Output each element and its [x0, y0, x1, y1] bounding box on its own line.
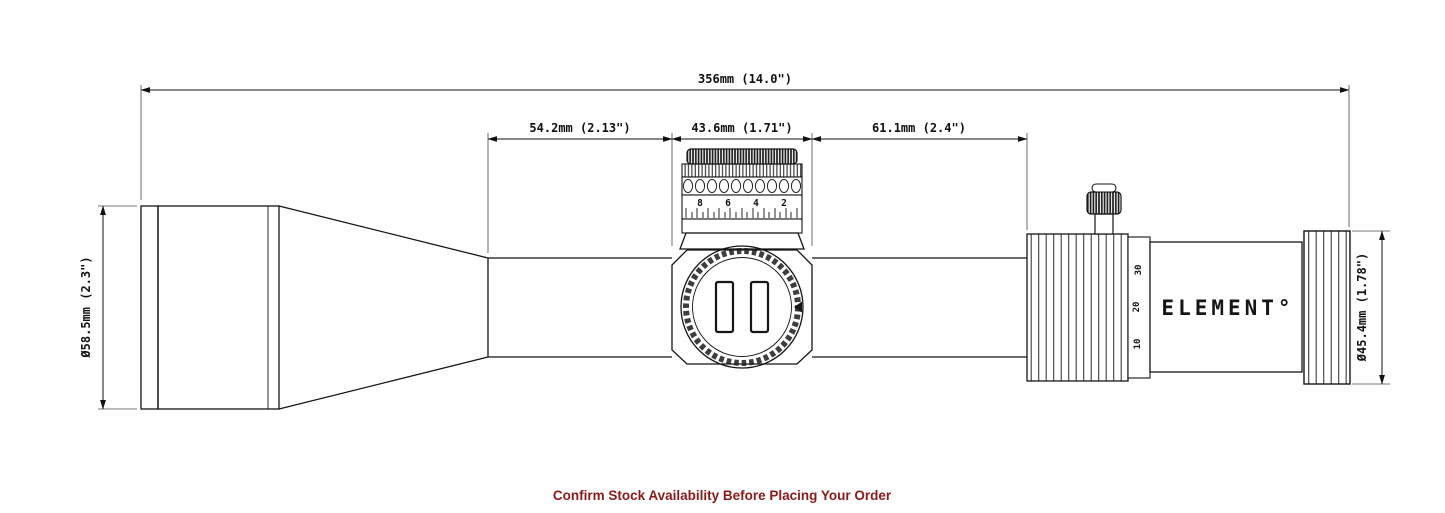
turret-slot-left: [714, 280, 735, 334]
turret-scale-number: 2: [781, 198, 787, 209]
throw-lever-stub: [1086, 183, 1122, 235]
tube-outline: [488, 257, 1027, 358]
stub-top-cap: [1091, 183, 1117, 193]
turret-saddle: [671, 249, 813, 365]
segment-left-label: 54.2mm (2.13"): [529, 121, 630, 135]
scope-body: 8 6 4 2 30 20 10 ELEMENT°: [140, 148, 1351, 410]
turret-scale-number: 4: [753, 198, 759, 209]
dimension-segment-right: 61.1mm (2.4"): [811, 121, 1028, 230]
stock-availability-note: Confirm Stock Availability Before Placin…: [553, 488, 892, 503]
dimension-objective-diameter: Ø58.5mm (2.3"): [79, 205, 137, 410]
eyepiece-body: ELEMENT°: [1149, 241, 1303, 373]
bell-taper: [278, 205, 489, 410]
side-turret-knurl-ring: [683, 248, 801, 366]
diopter-ring: [1303, 230, 1351, 385]
dimension-segment-left: 54.2mm (2.13"): [487, 121, 673, 253]
turret-base-flare: [679, 232, 805, 250]
turret-scale-ticks: [685, 208, 798, 218]
dimension-eyepiece-diameter: Ø45.4mm (1.78"): [1352, 230, 1390, 385]
dimension-segment-center: 43.6mm (1.71"): [671, 121, 813, 246]
segment-center-label: 43.6mm (1.71"): [691, 121, 792, 135]
turret-lower-band: [681, 218, 803, 234]
turret-slot-right: [749, 280, 770, 334]
eyepiece-diameter-label: Ø45.4mm (1.78"): [1355, 253, 1369, 362]
overall-length-label: 356mm (14.0"): [698, 72, 792, 86]
turret-top-cap: [686, 148, 798, 165]
brand-logo: ELEMENT°: [1161, 296, 1294, 320]
objective-bell: [140, 205, 489, 410]
turret-grip-dimples: [682, 179, 802, 193]
objective-end-ring: [140, 205, 159, 410]
stub-stem: [1094, 213, 1114, 235]
side-turret-inner-rim: [692, 257, 792, 357]
turret-index-mark: [794, 301, 802, 313]
zoom-number: 20: [1132, 302, 1142, 313]
main-tube: [488, 257, 1027, 358]
eyepiece-housing: [1149, 241, 1303, 373]
magnification-ring: 30 20 10: [1026, 233, 1151, 382]
zoom-number: 10: [1133, 339, 1143, 350]
dimension-overall-length: 356mm (14.0"): [140, 72, 1350, 227]
stub-knurled-head: [1086, 191, 1122, 215]
objective-bell-body: [157, 205, 280, 410]
side-turret-outer-rim: [680, 245, 804, 369]
zoom-ring-knurl: [1026, 233, 1129, 382]
turret-scale-number: 8: [697, 198, 703, 209]
saddle-housing: [671, 249, 813, 365]
zoom-number: 30: [1134, 265, 1144, 276]
objective-diameter-label: Ø58.5mm (2.3"): [79, 256, 93, 358]
elevation-turret: 8 6 4 2: [679, 148, 805, 250]
diopter-knurl: [1303, 230, 1351, 385]
side-focus-turret-face: [680, 245, 804, 369]
segment-right-label: 61.1mm (2.4"): [872, 121, 966, 135]
turret-knurl-band: [681, 163, 803, 178]
turret-scale-number: 6: [725, 198, 731, 209]
